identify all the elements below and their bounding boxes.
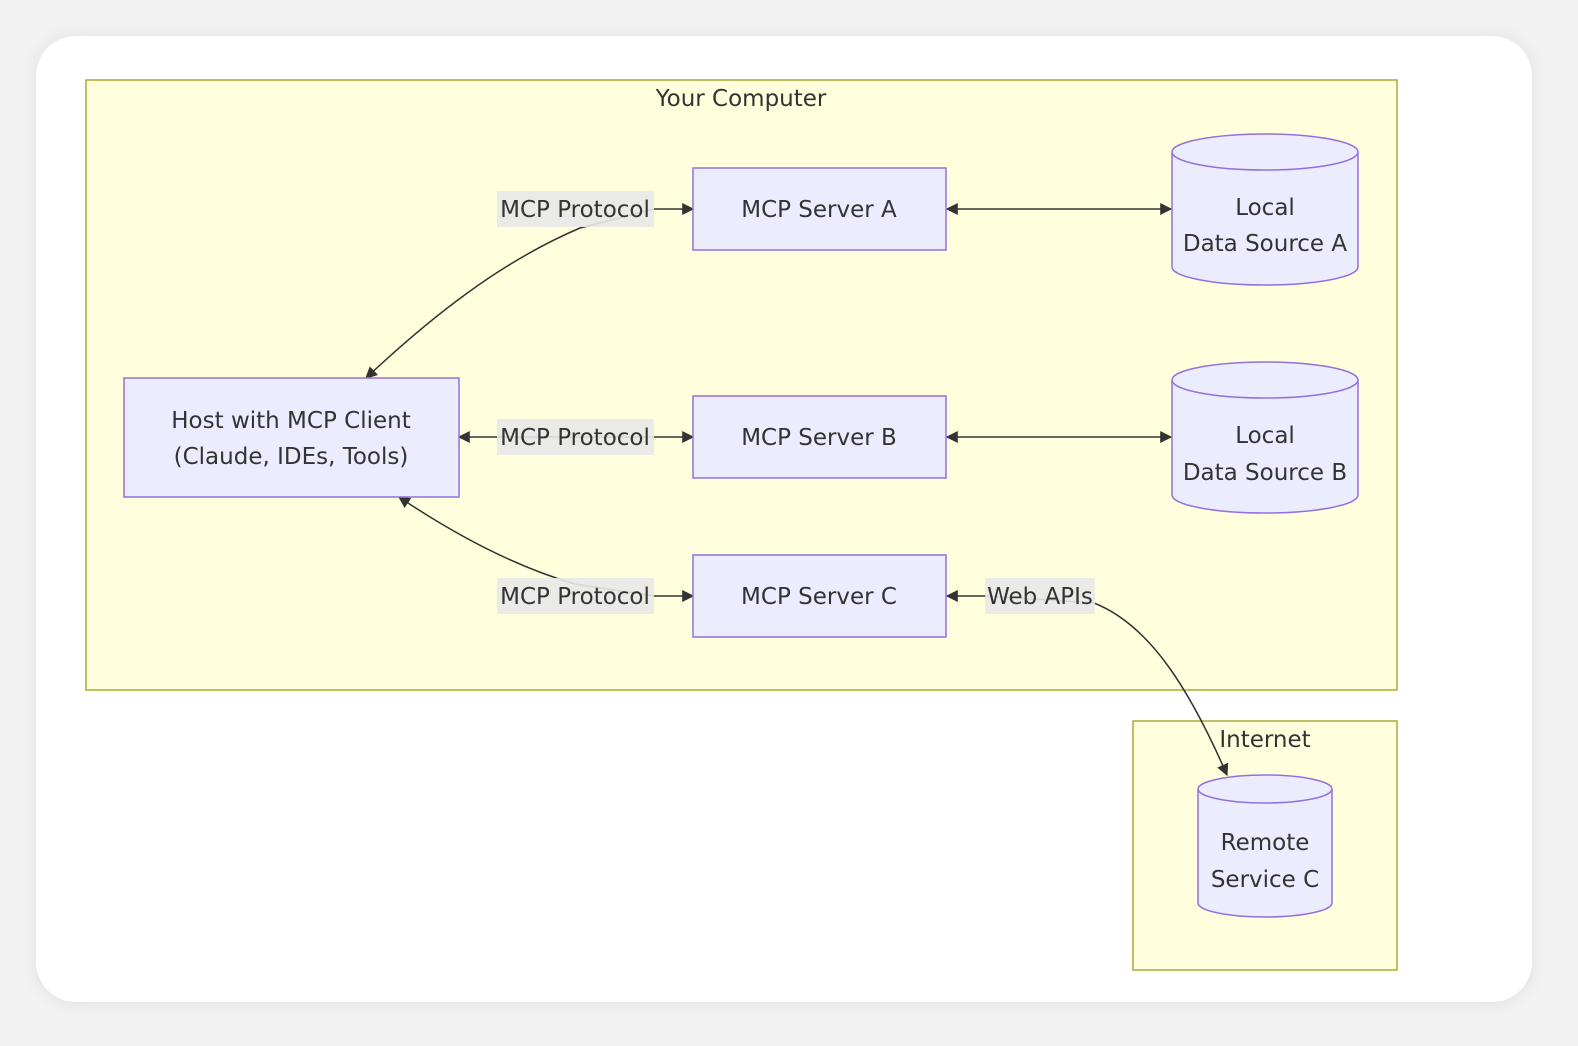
edge-label-text: MCP Protocol xyxy=(500,425,650,451)
node-local-data-source-a[interactable]: Local Data Source A xyxy=(1171,133,1359,286)
edge-label-web-apis: Web APIs xyxy=(985,578,1095,614)
edges xyxy=(365,203,1229,777)
node-data-b-line1: Local xyxy=(1235,423,1295,449)
node-remote-c-line1: Remote xyxy=(1221,830,1310,856)
node-data-b-line2: Data Source B xyxy=(1183,460,1347,486)
edge-host-server-a xyxy=(365,203,695,379)
node-remote-c-line2: Service C xyxy=(1211,867,1319,893)
node-mcp-server-b[interactable]: MCP Server B xyxy=(692,395,947,479)
node-mcp-server-a[interactable]: MCP Server A xyxy=(692,167,947,251)
node-host-with-mcp-client[interactable]: Host with MCP Client (Claude, IDEs, Tool… xyxy=(123,377,460,498)
node-data-a-line2: Data Source A xyxy=(1183,231,1348,257)
node-server-c-label: MCP Server C xyxy=(741,584,897,610)
node-host-line2: (Claude, IDEs, Tools) xyxy=(174,444,409,470)
node-server-b-label: MCP Server B xyxy=(741,425,897,451)
edge-label-host-server-a: MCP Protocol xyxy=(497,191,654,227)
node-remote-service-c[interactable]: Remote Service C xyxy=(1197,774,1333,918)
cluster-your-computer-title: Your Computer xyxy=(655,86,827,112)
edge-label-text: MCP Protocol xyxy=(500,197,650,223)
edge-server-c-remote-c xyxy=(945,590,1229,777)
cluster-internet-title: Internet xyxy=(1219,727,1310,753)
edge-label-host-server-c: MCP Protocol xyxy=(497,578,654,614)
node-server-a-label: MCP Server A xyxy=(741,197,897,223)
node-local-data-source-b[interactable]: Local Data Source B xyxy=(1171,361,1359,514)
edge-label-text: MCP Protocol xyxy=(500,584,650,610)
node-mcp-server-c[interactable]: MCP Server C xyxy=(692,554,947,638)
node-data-a-line1: Local xyxy=(1235,195,1295,221)
node-host-line1: Host with MCP Client xyxy=(171,408,410,434)
edge-label-text: Web APIs xyxy=(987,584,1093,610)
edge-label-host-server-b: MCP Protocol xyxy=(497,419,654,455)
